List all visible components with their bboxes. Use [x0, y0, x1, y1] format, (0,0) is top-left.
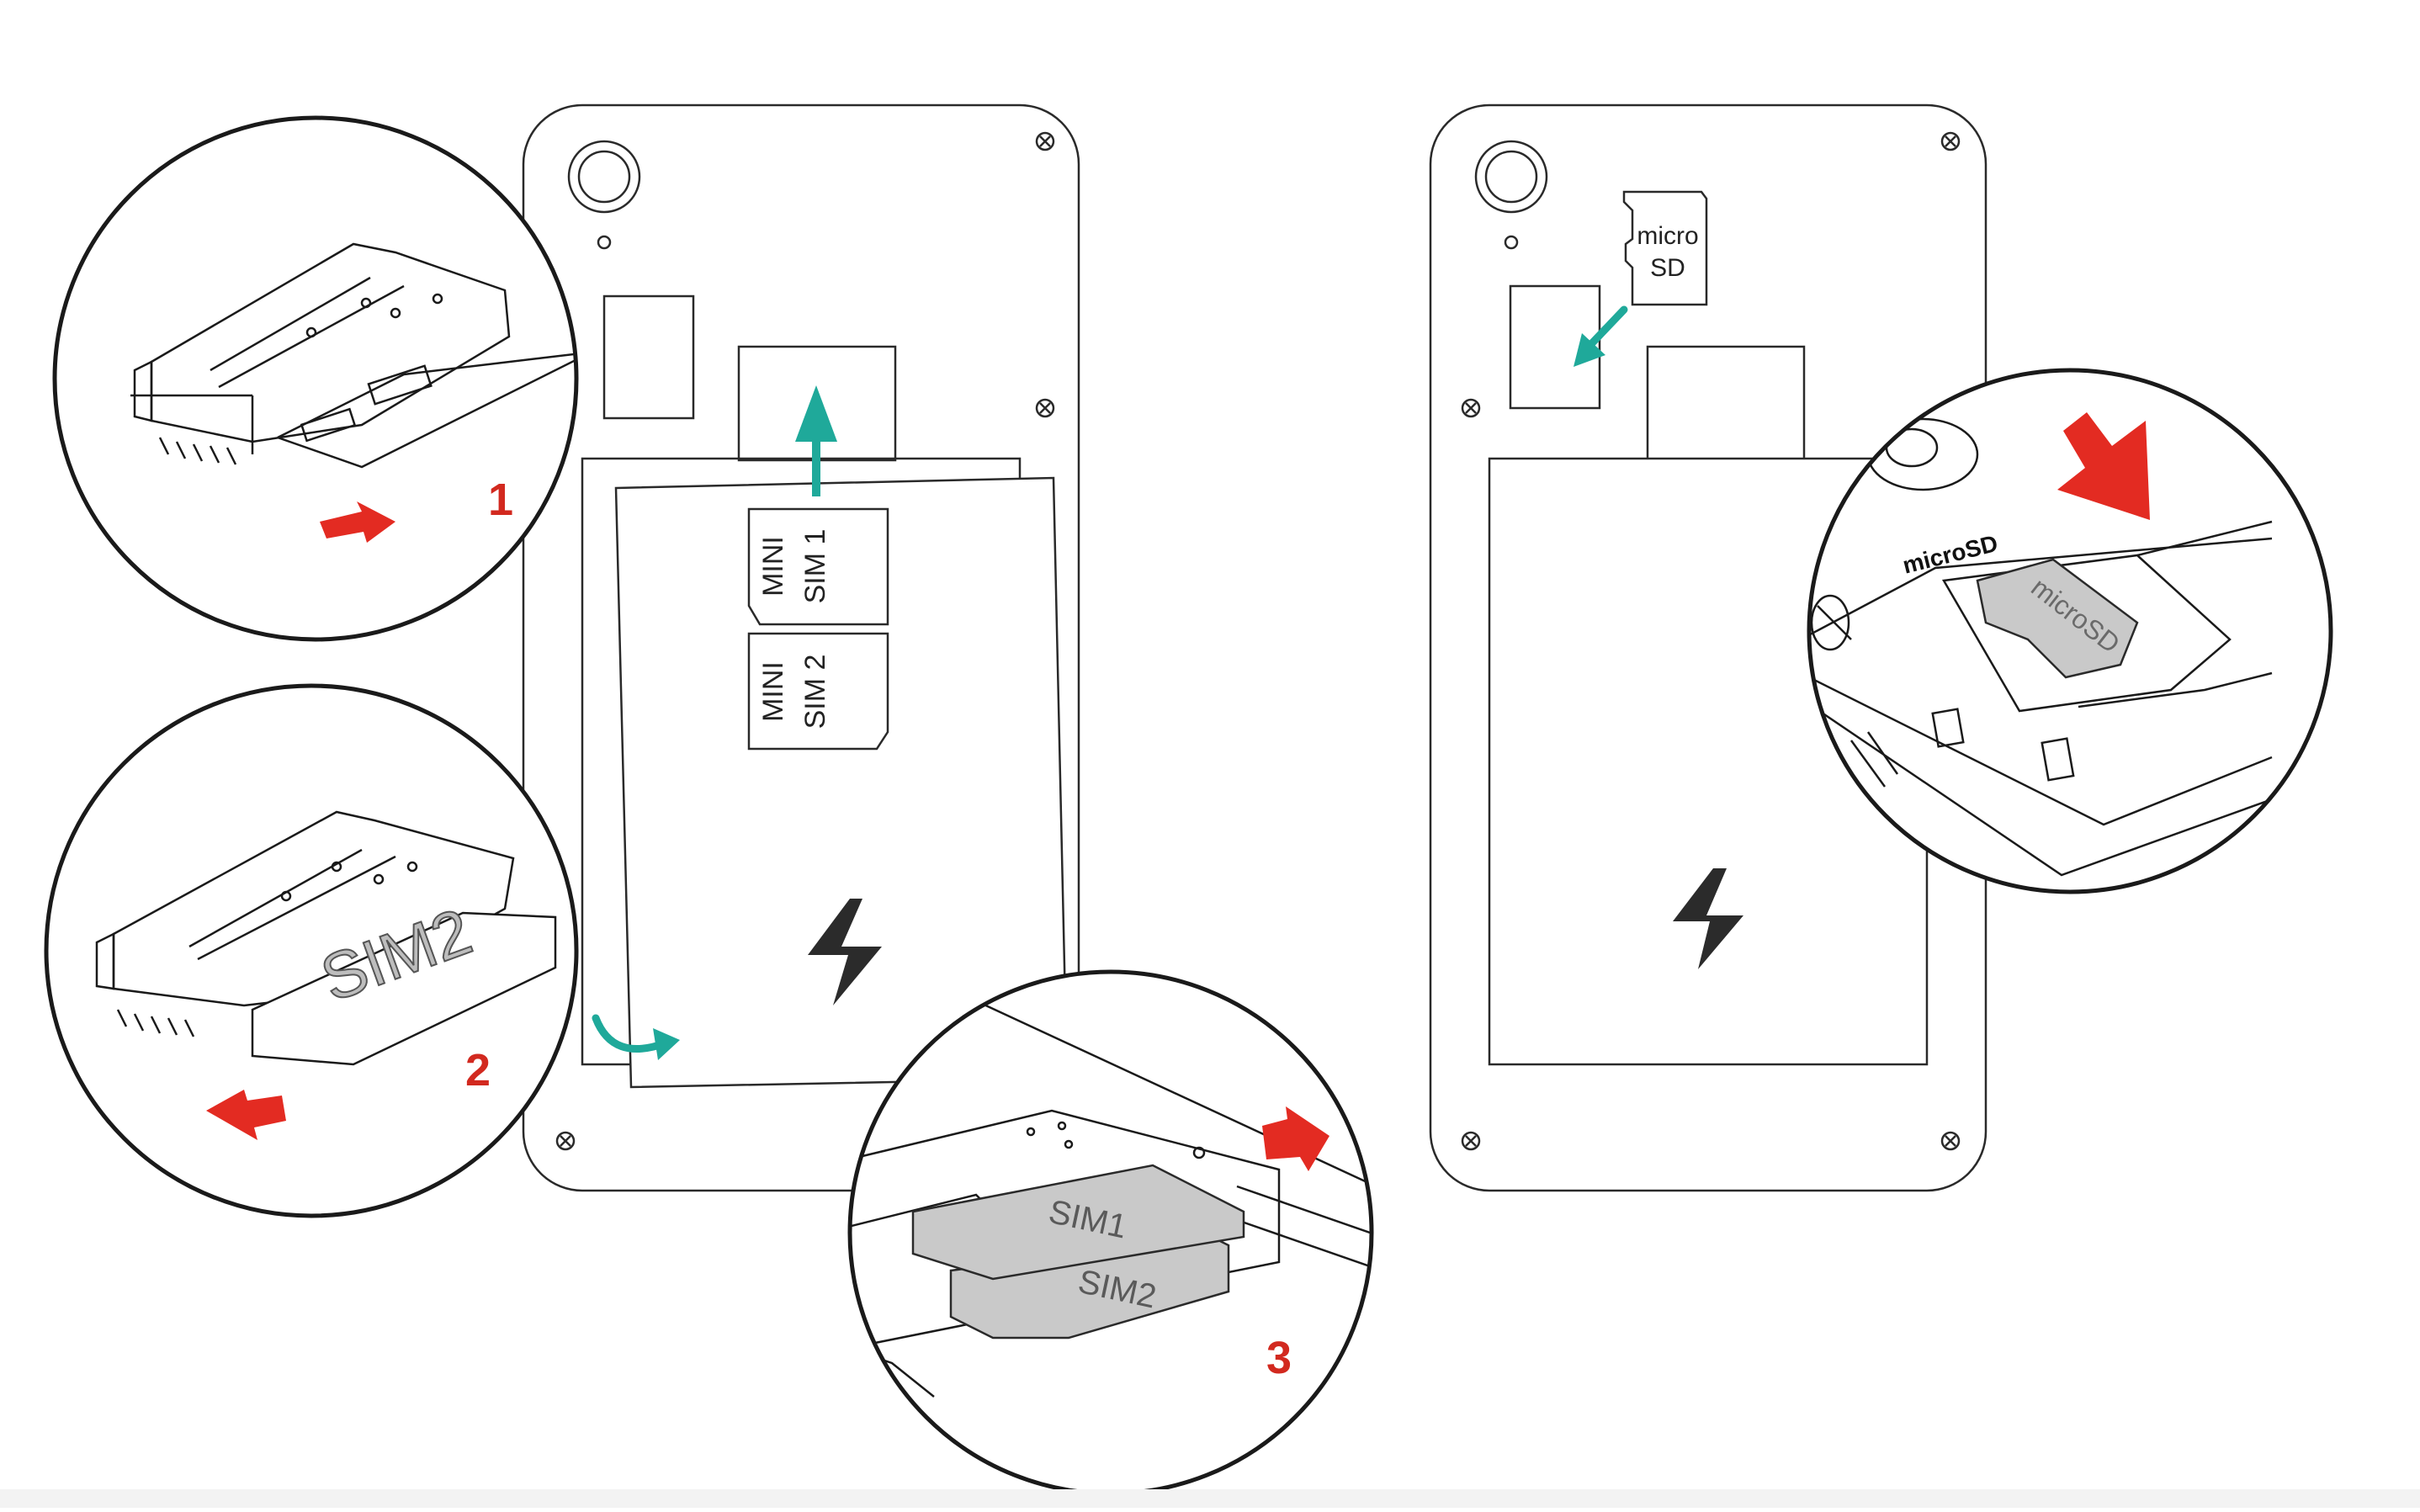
insert-arrow-icon	[1262, 1106, 1329, 1171]
bottom-strip	[0, 1489, 2420, 1508]
sim2-line1: MINI	[757, 661, 789, 722]
right-slot-window-b	[1646, 345, 1806, 462]
microsd-line1: micro	[1637, 222, 1698, 250]
microsd-card: micro SD	[1622, 190, 1708, 306]
curved-arrow-icon	[592, 1014, 680, 1060]
up-arrow-icon	[795, 385, 837, 496]
step-number-2: 2	[465, 1045, 491, 1096]
insert-arrow-icon	[1574, 305, 1628, 367]
left-phone-body	[522, 103, 1080, 1192]
mini-sim2-card: MINI SIM 2	[747, 632, 889, 751]
mini-sim1-card: MINI SIM 1	[747, 507, 889, 626]
insert-arrow-icon	[320, 501, 395, 543]
sim2-line2: SIM 2	[799, 655, 831, 729]
camera-icon	[1474, 140, 1548, 250]
left-slot-window-a	[602, 294, 695, 420]
callout-step-3: SIM1 SIM2 3	[847, 969, 1374, 1496]
callout-step-1: 1	[52, 115, 579, 642]
camera-icon	[567, 140, 641, 250]
insert-arrow-icon	[206, 1090, 286, 1140]
right-slot-window-a	[1509, 284, 1601, 410]
sim1-line2: SIM 1	[799, 529, 831, 604]
insert-arrow-icon	[2057, 412, 2150, 520]
lightning-bolt-icon	[808, 899, 882, 1005]
callout-microsd: microSD microSD	[1807, 368, 2333, 894]
screw-icon	[555, 131, 1055, 1151]
sim1-line1: MINI	[757, 536, 789, 597]
lightning-bolt-icon	[1673, 868, 1743, 969]
screw-icon	[1461, 131, 1961, 1151]
step-number-1: 1	[488, 475, 513, 525]
callout-step-2: SIM2 2	[44, 683, 579, 1218]
microsd-line2: SD	[1650, 254, 1685, 282]
step-number-3: 3	[1266, 1333, 1292, 1383]
